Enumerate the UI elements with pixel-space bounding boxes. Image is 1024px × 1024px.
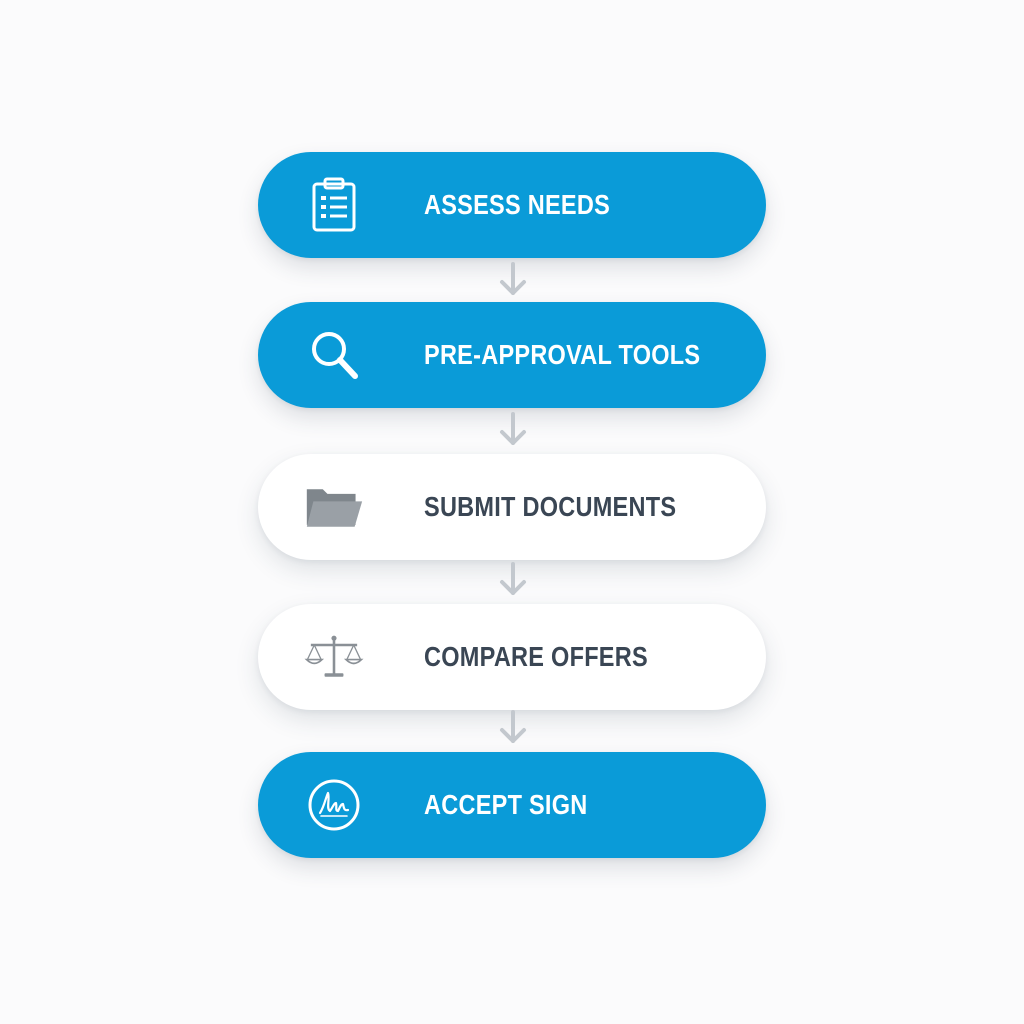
arrow-down-icon xyxy=(500,562,526,595)
step-assess-needs[interactable]: ASSESS NEEDS xyxy=(258,152,766,258)
folder-icon xyxy=(304,477,364,537)
step-label: PRE-APPROVAL TOOLS xyxy=(424,339,701,370)
step-accept-sign[interactable]: ACCEPT SIGN xyxy=(258,752,766,858)
balance-scale-icon xyxy=(304,627,364,687)
arrow-down-icon xyxy=(500,412,526,445)
clipboard-checklist-icon xyxy=(304,175,364,235)
magnifying-glass-icon xyxy=(304,325,364,385)
step-label: COMPARE OFFERS xyxy=(424,641,648,672)
arrow-down-icon xyxy=(500,262,526,295)
step-compare-offers[interactable]: COMPARE OFFERS xyxy=(258,604,766,710)
signature-seal-icon xyxy=(304,775,364,835)
step-label: ACCEPT SIGN xyxy=(424,789,588,820)
arrow-down-icon xyxy=(500,710,526,743)
step-submit-documents[interactable]: SUBMIT DOCUMENTS xyxy=(258,454,766,560)
step-label: ASSESS NEEDS xyxy=(424,189,611,220)
step-label: SUBMIT DOCUMENTS xyxy=(424,491,677,522)
step-pre-approval-tools[interactable]: PRE-APPROVAL TOOLS xyxy=(258,302,766,408)
